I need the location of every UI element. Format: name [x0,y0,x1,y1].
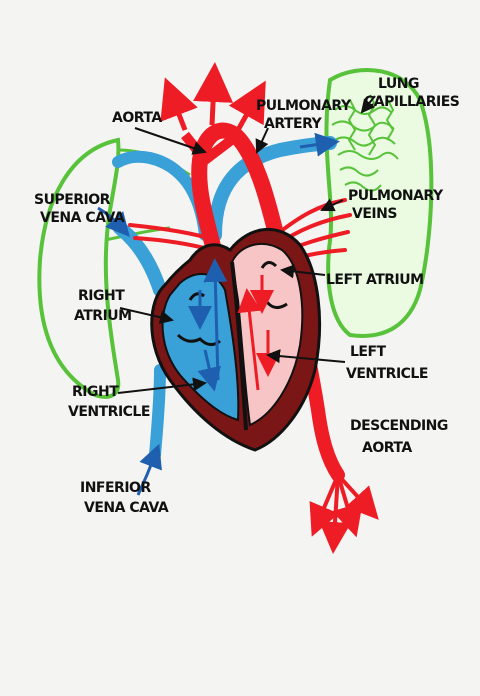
label-pulmonary-artery: PULMONARY ARTERY [256,98,355,132]
inferior-vena-cava-vessel [149,364,166,461]
right-lung [324,67,434,338]
aortic-branches [160,62,266,132]
label-lung-capillaries: LUNG CAPILLARIES [364,76,460,110]
label-right-atrium: RIGHT ATRIUM [74,288,132,324]
superior-vena-cava-arrow [97,206,130,238]
heart-septum [230,261,248,431]
label-inferior-vena-cava: INFERIOR VENA CAVA [80,480,169,516]
heart-flow-arrows [188,258,280,392]
lung-capillaries [331,94,399,192]
pulmonary-artery-right-arrow [299,132,340,157]
left-lung [37,137,121,399]
descending-aorta-branches [309,473,379,554]
label-right-ventricle: RIGHT VENTRICLE [68,384,150,420]
heart [150,228,322,452]
leader-lines [117,95,376,394]
label-left-ventricle: LEFT VENTRICLE [346,344,428,382]
label-superior-vena-cava: SUPERIOR VENA CAVA [34,192,125,226]
label-descending-aorta: DESCENDING AORTA [350,418,452,456]
aorta-vessel [191,122,288,308]
inferior-vena-cava-arrow [136,443,162,496]
label-pulmonary-veins: PULMONARY VEINS [348,188,447,222]
label-left-atrium: LEFT ATRIUM [326,272,424,288]
label-aorta: AORTA [112,110,162,126]
